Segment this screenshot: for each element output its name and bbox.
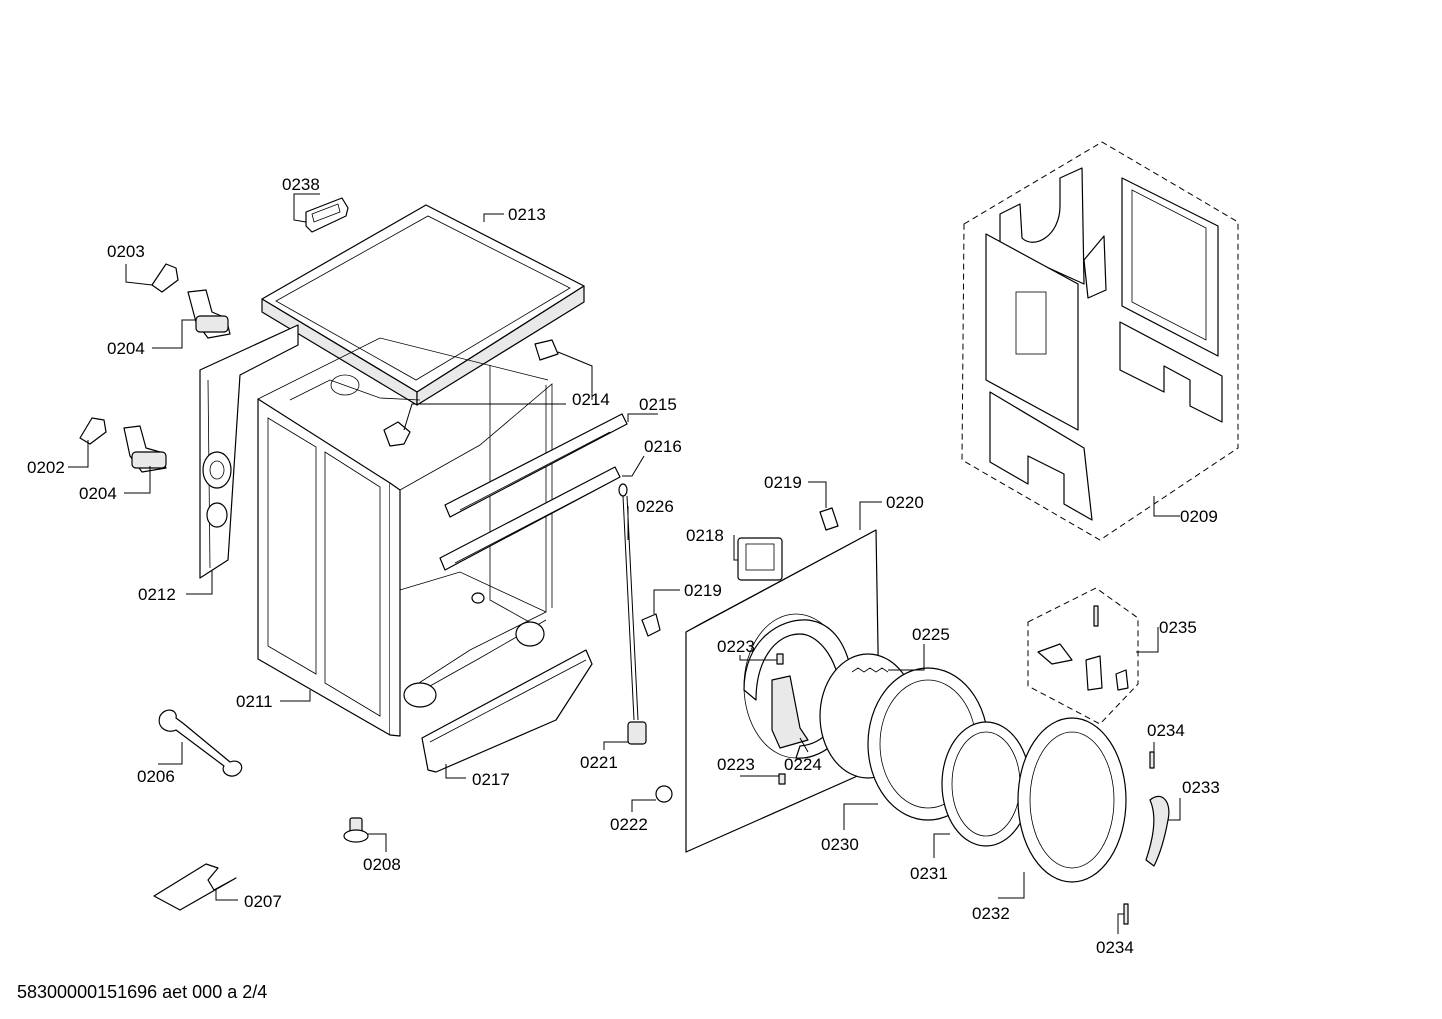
label-0235: 0235 xyxy=(1159,618,1197,637)
label-0230: 0230 xyxy=(821,835,859,854)
label-0223-lower: 0223 xyxy=(717,755,755,774)
label-0214: 0214 xyxy=(572,390,610,409)
label-0221: 0221 xyxy=(580,753,618,772)
label-0202: 0202 xyxy=(27,458,65,477)
label-0234-lower: 0234 xyxy=(1096,938,1134,957)
label-0206: 0206 xyxy=(137,767,175,786)
hinge-set-0235 xyxy=(1027,587,1139,725)
leader-lines xyxy=(68,193,1181,934)
label-0204-upper: 0204 xyxy=(107,339,145,358)
label-0209: 0209 xyxy=(1180,507,1218,526)
label-0231: 0231 xyxy=(910,864,948,883)
label-0204-lower: 0204 xyxy=(79,484,117,503)
label-0217: 0217 xyxy=(472,770,510,789)
label-0220: 0220 xyxy=(886,493,924,512)
label-0226: 0226 xyxy=(636,497,674,516)
door-parts xyxy=(819,653,1170,925)
label-0207: 0207 xyxy=(244,892,282,911)
label-0238: 0238 xyxy=(282,175,320,194)
label-0212: 0212 xyxy=(138,585,176,604)
label-0218: 0218 xyxy=(686,526,724,545)
label-0224: 0224 xyxy=(784,755,822,774)
label-0223-upper: 0223 xyxy=(717,637,755,656)
label-0222: 0222 xyxy=(610,815,648,834)
label-0208: 0208 xyxy=(363,855,401,874)
label-0232: 0232 xyxy=(972,904,1010,923)
label-0225: 0225 xyxy=(912,625,950,644)
label-0234-upper: 0234 xyxy=(1147,721,1185,740)
front-panel xyxy=(685,529,881,853)
label-0211: 0211 xyxy=(236,692,273,711)
packaging-set-0209 xyxy=(961,141,1239,541)
label-0215: 0215 xyxy=(639,395,677,414)
label-0219-lower: 0219 xyxy=(684,581,722,600)
label-0216: 0216 xyxy=(644,437,682,456)
document-footer-id: 58300000151696 aet 000 a 2/4 xyxy=(17,982,268,1002)
label-0203: 0203 xyxy=(107,242,145,261)
cabinet-housing xyxy=(199,204,628,737)
label-0219-upper: 0219 xyxy=(764,473,802,492)
label-0233: 0233 xyxy=(1182,778,1220,797)
part-number-labels: 0238 0213 0203 0204 0214 0215 0216 0202 … xyxy=(27,175,1220,957)
label-0213: 0213 xyxy=(508,205,546,224)
small-parts xyxy=(79,197,839,911)
